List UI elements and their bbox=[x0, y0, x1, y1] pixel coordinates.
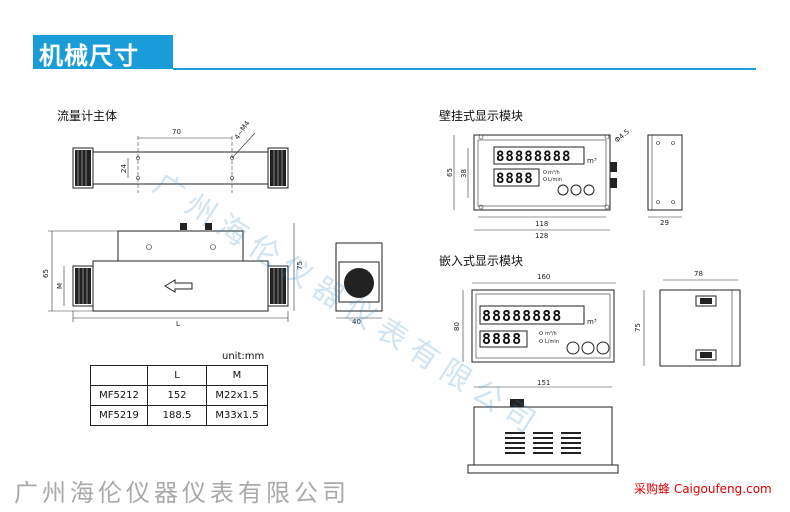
dim-emb-w: 160 bbox=[537, 273, 550, 281]
wall-display-unit-top: m³ bbox=[587, 157, 597, 165]
dim-top-length: 70 bbox=[172, 128, 181, 136]
embedded-display-digits-top: 88888888 bbox=[482, 307, 562, 325]
wall-display-unit-bottom2: L/min bbox=[548, 177, 562, 183]
section-label-flowmeter: 流量计主体 bbox=[57, 109, 118, 123]
table-row: MF5219 188.5 M33x1.5 bbox=[90, 405, 268, 426]
table-header-model bbox=[90, 365, 148, 386]
wall-display-unit-bottom1: m³/h bbox=[548, 170, 560, 176]
table-cell-m: M33x1.5 bbox=[206, 405, 268, 426]
table-header-l: L bbox=[147, 365, 207, 386]
dim-top-thread: 4~M4 bbox=[233, 119, 252, 141]
dim-side-height2: 75 bbox=[296, 261, 304, 270]
dim-wall-w1: 118 bbox=[535, 220, 548, 228]
dim-top-height: 24 bbox=[120, 164, 128, 173]
footer-brand: 采购蜂 Caigoufeng.com bbox=[634, 482, 772, 496]
section-label-wall-display: 壁挂式显示模块 bbox=[439, 109, 524, 123]
dim-side-l: L bbox=[176, 320, 180, 328]
title-banner bbox=[33, 35, 173, 69]
embedded-display-digits-bottom: 8888 bbox=[482, 330, 522, 348]
embedded-display-front bbox=[462, 282, 616, 363]
page-title: 机械尺寸 bbox=[39, 42, 139, 70]
flowmeter-end-view bbox=[335, 242, 383, 319]
dim-emb-side-w: 78 bbox=[694, 270, 703, 278]
spec-table: L M MF5212 152 M22x1.5 MF5219 188.5 M33x… bbox=[90, 365, 268, 426]
wall-display-side bbox=[610, 134, 683, 218]
wall-display-digits-top: 88888888 bbox=[496, 149, 571, 165]
section-label-embedded-display: 嵌入式显示模块 bbox=[439, 254, 524, 268]
dim-end-width: 40 bbox=[352, 318, 361, 326]
table-unit: unit:mm bbox=[222, 351, 265, 362]
dim-wall-depth: 29 bbox=[660, 219, 669, 227]
embedded-display-side bbox=[643, 279, 741, 367]
dim-emb-h: 80 bbox=[453, 322, 461, 331]
dim-wall-w2: 128 bbox=[535, 232, 548, 240]
dim-emb-h2: 75 bbox=[634, 323, 642, 332]
title-underline bbox=[173, 68, 756, 70]
embedded-display-unit-bottom1: m³/h bbox=[545, 331, 557, 337]
dim-side-height: 65 bbox=[42, 269, 50, 278]
wall-display-front bbox=[453, 134, 611, 231]
dim-emb-bottom-w: 151 bbox=[537, 379, 550, 387]
table-cell-model: MF5219 bbox=[90, 405, 148, 426]
dim-wall-h1: 65 bbox=[446, 168, 454, 177]
dim-side-m: M bbox=[56, 283, 64, 289]
table-cell-model: MF5212 bbox=[90, 385, 148, 406]
wall-display-digits-bottom: 8888 bbox=[496, 171, 534, 187]
table-cell-m: M22x1.5 bbox=[206, 385, 268, 406]
table-cell-l: 188.5 bbox=[147, 405, 207, 426]
flowmeter-side-view bbox=[48, 223, 295, 322]
table-header-m: M bbox=[206, 365, 268, 386]
footer-company: 广州海伦仪器仪表有限公司 bbox=[14, 479, 350, 507]
dim-wall-hole: Φ4.5 bbox=[613, 128, 631, 145]
dim-wall-h2: 38 bbox=[460, 169, 468, 178]
table-row: MF5212 152 M22x1.5 bbox=[90, 385, 268, 406]
embedded-display-bottom bbox=[467, 386, 619, 474]
embedded-display-unit-top: m³ bbox=[587, 318, 597, 326]
table-cell-l: 152 bbox=[147, 385, 207, 406]
embedded-display-unit-bottom2: L/min bbox=[545, 339, 559, 345]
table-header-row: L M bbox=[90, 365, 268, 386]
flowmeter-top-view bbox=[72, 132, 289, 193]
